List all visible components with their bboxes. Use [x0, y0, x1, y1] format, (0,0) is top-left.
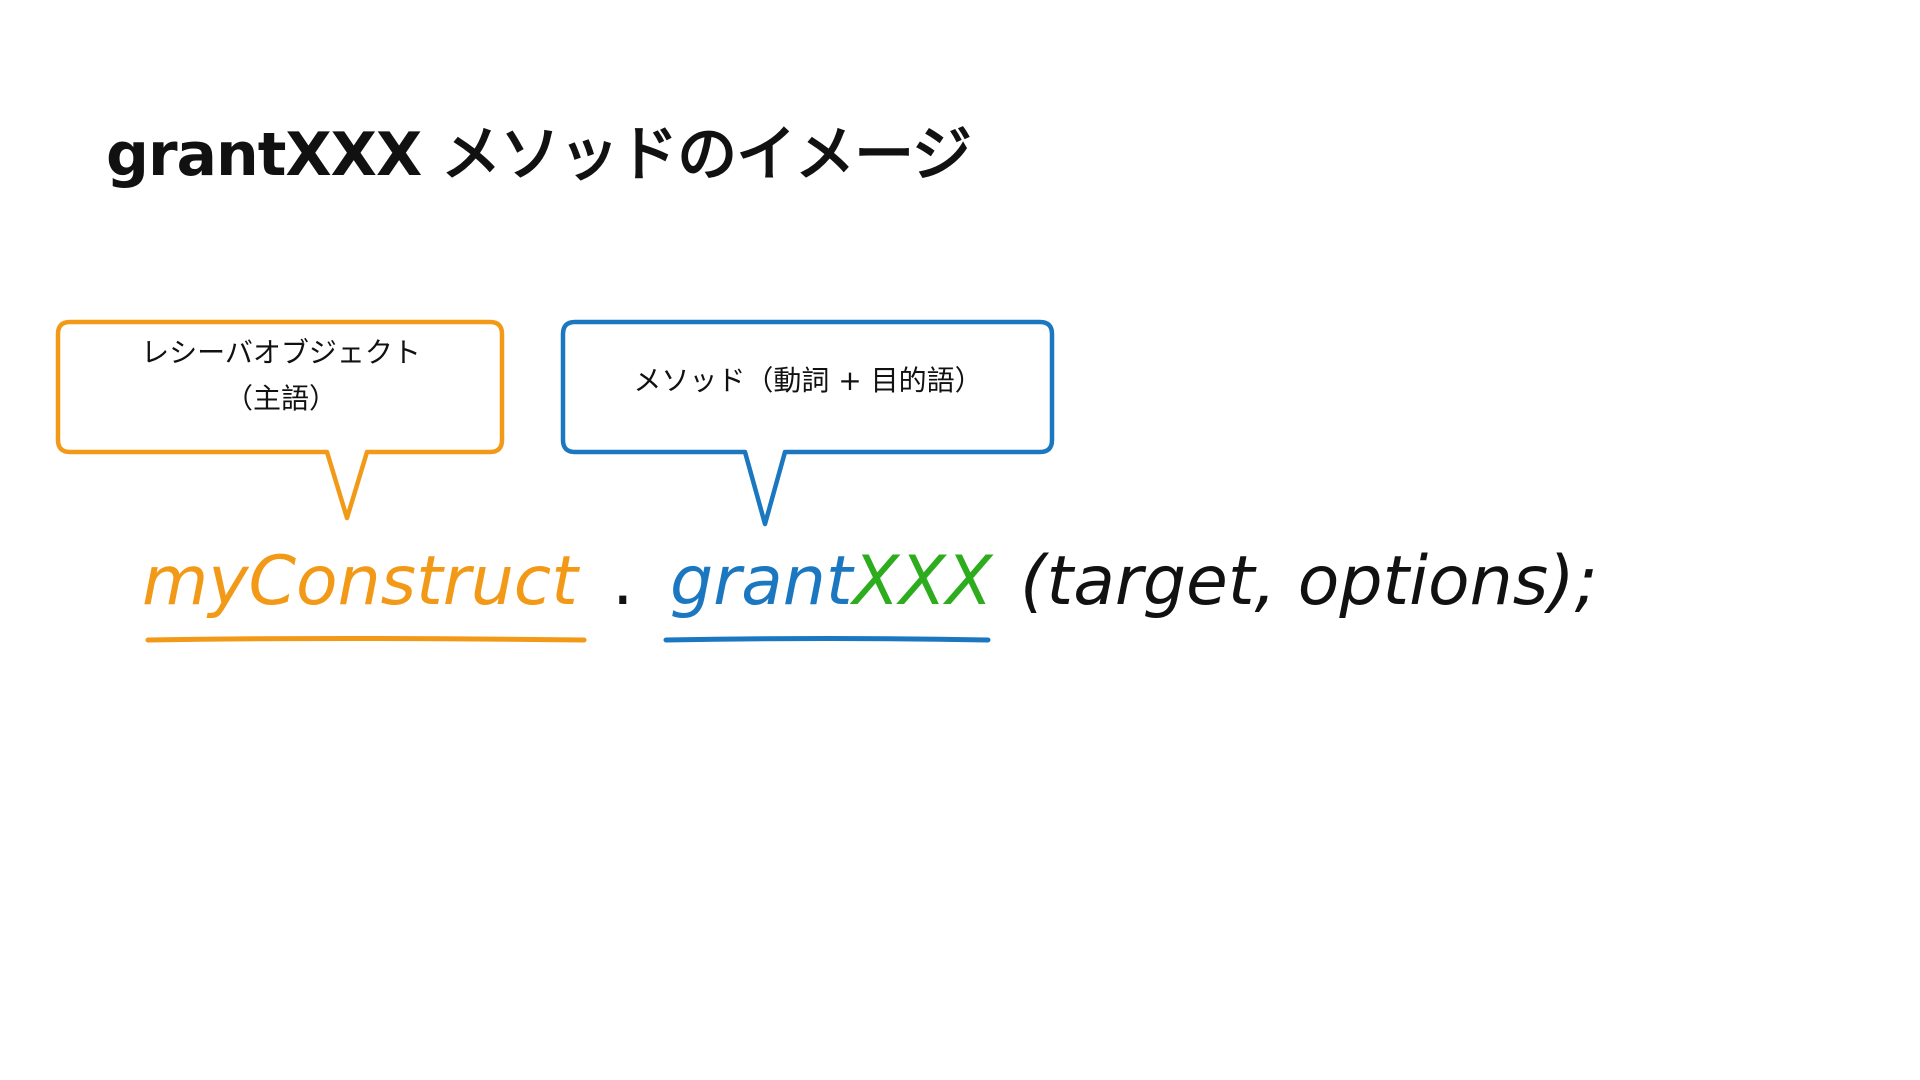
- callout-receiver-label: レシーバオブジェクト （主語）: [62, 330, 500, 422]
- code-method-verb: grant: [670, 542, 853, 621]
- page-title: grantXXX メソッドのイメージ: [106, 120, 972, 190]
- code-method: grantXXX: [670, 542, 992, 622]
- code-method-object: XXX: [852, 542, 993, 621]
- code-receiver: myConstruct: [142, 542, 578, 621]
- callout-method-line1: メソッド（動詞 + 目的語）: [633, 364, 983, 397]
- code-dot: .: [612, 542, 634, 621]
- code-arguments: (target, options);: [1020, 542, 1598, 621]
- callout-method-label: メソッド（動詞 + 目的語）: [566, 358, 1050, 404]
- callout-receiver-line2: （主語）: [224, 382, 337, 415]
- callout-receiver-line1: レシーバオブジェクト: [141, 336, 421, 369]
